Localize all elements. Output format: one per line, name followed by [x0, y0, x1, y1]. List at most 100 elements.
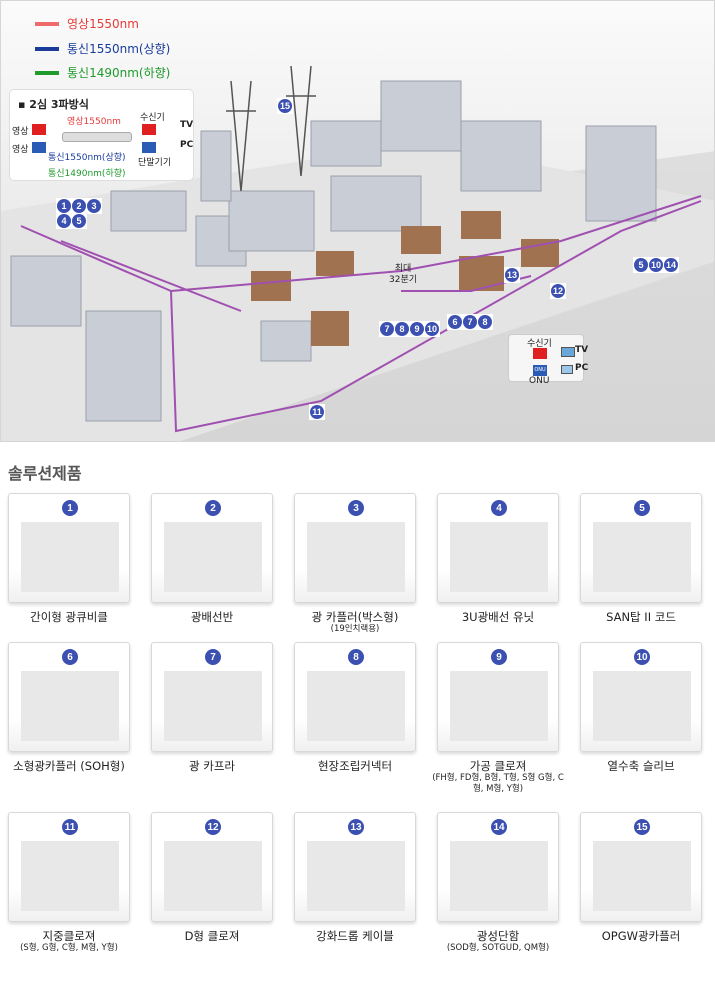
laptop-icon [561, 365, 573, 374]
product-card[interactable]: 3 [294, 493, 416, 603]
product-card[interactable]: 12 [151, 812, 273, 922]
product-number-badge: 10 [634, 649, 650, 665]
product-label[interactable]: 간이형 광큐비클 [0, 610, 139, 624]
blue-device-icon [32, 142, 46, 153]
product-card[interactable]: 6 [8, 642, 130, 752]
legend-item-upstream: 통신1550nm(상향) [35, 40, 170, 57]
product-label[interactable]: 열수축 슬리브 [571, 759, 711, 773]
product-number-badge: 2 [205, 500, 221, 516]
product-image [307, 522, 405, 592]
product-name: 3U광배선 유닛 [461, 610, 535, 624]
splitter-label-line1: 최대 [394, 264, 412, 274]
red-device-icon [32, 124, 46, 135]
product-subtitle: (SOD형, SOTGUD, QM형) [446, 943, 550, 953]
product-card[interactable]: 13 [294, 812, 416, 922]
product-image [164, 671, 262, 741]
product-subtitle: (19인치랙용) [330, 624, 380, 634]
product-card[interactable]: 11 [8, 812, 130, 922]
badge-number: 3 [87, 199, 101, 213]
product-image [593, 522, 691, 592]
pc-label: PC [575, 363, 589, 373]
legend-item-video: 영상1550nm [35, 15, 139, 32]
badge-number: 8 [478, 315, 492, 329]
product-name: 소형광카플러 (SOH형) [13, 759, 125, 773]
product-image [164, 522, 262, 592]
inset-receiver-label: 수신기 [140, 113, 165, 123]
product-label[interactable]: D형 클로져 [142, 929, 282, 943]
terminal-icon [142, 142, 156, 153]
product-number-badge: 6 [62, 649, 78, 665]
product-name: 지중클로져 [42, 929, 96, 943]
product-label[interactable]: 광 카플러(박스형)(19인치랙용) [285, 610, 425, 635]
product-card[interactable]: 1 [8, 493, 130, 603]
product-card[interactable]: 2 [151, 493, 273, 603]
product-card[interactable]: 7 [151, 642, 273, 752]
badge-number: 15 [278, 99, 292, 113]
product-number-badge: 5 [634, 500, 650, 516]
product-label[interactable]: 3U광배선 유닛 [428, 610, 568, 624]
product-image [450, 841, 548, 911]
badge-number: 7 [380, 322, 394, 336]
product-name: 광 카프라 [189, 759, 235, 773]
pc-label: PC [180, 140, 194, 150]
product-image [164, 841, 262, 911]
product-card[interactable]: 8 [294, 642, 416, 752]
badge-number: 5 [72, 214, 86, 228]
product-subtitle: (S형, G형, C형, M형, Y형) [20, 943, 118, 953]
network-diagram: 영상1550nm 통신1550nm(상향) 통신1490nm(하향) ▪ 2심 … [0, 0, 715, 442]
product-name: 간이형 광큐비클 [30, 610, 108, 624]
product-label[interactable]: 광성단함(SOD형, SOTGUD, QM형) [428, 929, 568, 954]
badge-number: 11 [310, 405, 324, 419]
product-number-badge: 14 [491, 819, 507, 835]
product-number-badge: 3 [348, 500, 364, 516]
product-card[interactable]: 10 [580, 642, 702, 752]
badge-12: 12 [550, 283, 566, 299]
product-image [21, 522, 119, 592]
badge-number: 4 [57, 214, 71, 228]
inset-wave-blue: 통신1550nm(상향) [48, 153, 126, 163]
product-card[interactable]: 14 [437, 812, 559, 922]
product-label[interactable]: 소형광카플러 (SOH형) [0, 759, 139, 773]
product-card[interactable]: 4 [437, 493, 559, 603]
legend-item-downstream: 통신1490nm(하향) [35, 64, 170, 81]
badge-number: 5 [634, 258, 648, 272]
product-number-badge: 15 [634, 819, 650, 835]
inset-wave-red: 영상1550nm [67, 117, 121, 127]
legend-swatch [35, 46, 59, 51]
product-number-badge: 4 [491, 500, 507, 516]
badge-number: 14 [664, 258, 678, 272]
product-number-badge: 13 [348, 819, 364, 835]
tv-label: TV [180, 120, 194, 130]
product-number-badge: 9 [491, 649, 507, 665]
product-label[interactable]: 광배선반 [142, 610, 282, 624]
badge-number: 1 [57, 199, 71, 213]
product-label[interactable]: OPGW광카플러 [571, 929, 711, 943]
badge-15: 15 [277, 98, 293, 114]
inset-wave-green: 통신1490nm(하향) [48, 169, 126, 179]
product-label[interactable]: 광 카프라 [142, 759, 282, 773]
product-label[interactable]: 지중클로져(S형, G형, C형, M형, Y형) [0, 929, 139, 954]
product-subtitle: (FH형, FD형, B형, T형, S형 G형, C형, M형, Y형) [432, 773, 564, 794]
product-name: 광 카플러(박스형) [311, 610, 399, 624]
inset-title: ▪ 2심 3파방식 [18, 98, 89, 111]
product-label[interactable]: 현장조립커넥터 [285, 759, 425, 773]
product-number-badge: 11 [62, 819, 78, 835]
product-number-badge: 8 [348, 649, 364, 665]
onu-icon: ONU [533, 365, 547, 376]
badge-11: 11 [309, 404, 325, 420]
product-label[interactable]: 강화드롭 케이블 [285, 929, 425, 943]
product-card[interactable]: 15 [580, 812, 702, 922]
product-card[interactable]: 9 [437, 642, 559, 752]
badge-number: 10 [425, 322, 439, 336]
tv-label: TV [575, 345, 589, 355]
product-image [450, 522, 548, 592]
product-number-badge: 12 [205, 819, 221, 835]
product-card[interactable]: 5 [580, 493, 702, 603]
product-label[interactable]: 가공 클로져(FH형, FD형, B형, T형, S형 G형, C형, M형, … [428, 759, 568, 795]
product-name: 강화드롭 케이블 [316, 929, 394, 943]
product-label[interactable]: SAN탑 II 코드 [571, 610, 711, 624]
